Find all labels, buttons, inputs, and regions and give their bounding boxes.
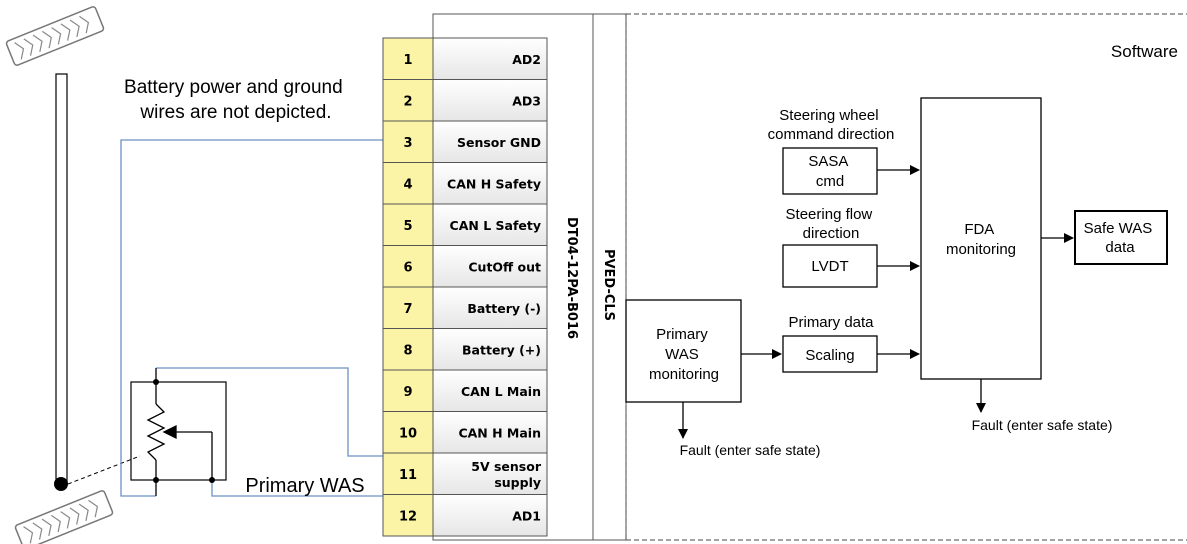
pin-number-cell — [382, 494, 434, 537]
pin-number: 12 — [399, 509, 417, 524]
pin-row: 7 Battery (-) — [382, 286, 548, 329]
connector-pins: 1 AD2 2 AD3 3 Sensor GND 4 CAN H Safety 5 CAN L S… — [382, 37, 548, 537]
pin-label-cell — [432, 452, 548, 495]
potentiometer-symbol — [130, 368, 227, 496]
primary-fault-label: Fault (enter safe state) — [680, 442, 821, 458]
pin-label: CAN L Safety — [450, 218, 541, 233]
pin-row: 8 Battery (+) — [382, 328, 548, 371]
lvdt-label: LVDT — [811, 258, 848, 275]
steering-wheel-caption: Steering wheel command direction — [768, 107, 895, 143]
pin-label: Battery (+) — [462, 342, 541, 357]
pin-number-cell — [382, 369, 434, 412]
software-label: Software — [1111, 42, 1178, 61]
pin-label: CutOff out — [468, 259, 541, 274]
linkage-dashed — [67, 455, 141, 485]
note-text: Battery power and ground wires are not d… — [124, 77, 348, 123]
pin-label-cell — [432, 328, 548, 371]
bottom-wheel-icon — [14, 490, 114, 544]
pin-label-cell — [432, 162, 548, 205]
pin-number: 9 — [403, 385, 412, 400]
pin-label-cell — [432, 369, 548, 412]
lvdt-block — [782, 244, 878, 288]
pin-number: 5 — [403, 219, 412, 234]
pin-label: Battery (-) — [467, 301, 541, 316]
pin-row: 12 AD1 — [382, 494, 548, 537]
scaling-label: Scaling — [805, 347, 854, 364]
pin-number: 1 — [403, 53, 412, 68]
pin-row: 10 CAN H Main — [382, 411, 548, 454]
flow-arrows — [678, 165, 1074, 439]
pin-label: CAN H Main — [458, 425, 541, 440]
pin-row: 3 Sensor GND — [382, 120, 548, 163]
pin-number-cell — [382, 162, 434, 205]
pin-row: 5 CAN L Safety — [382, 203, 548, 246]
pin-row: 2 AD3 — [382, 79, 548, 122]
pin-number: 11 — [399, 468, 417, 483]
pin-row: 6 CutOff out — [382, 245, 548, 288]
pin-row: 9 CAN L Main — [382, 369, 548, 412]
pin-number-cell — [382, 203, 434, 246]
pin-label-cell — [432, 120, 548, 163]
pin-row: 1 AD2 — [382, 37, 548, 80]
pin-label: Sensor GND — [457, 135, 541, 150]
pin-label: AD1 — [512, 508, 541, 523]
primary-was-monitoring-label: Primary WAS monitoring — [649, 326, 719, 383]
pin-label-cell — [432, 494, 548, 537]
steering-flow-caption: Steering flow direction — [786, 206, 877, 242]
pin-label: AD2 — [512, 52, 541, 67]
pin-number: 3 — [403, 136, 412, 151]
sensor-label: Primary WAS — [245, 475, 364, 497]
pin-label-cell — [432, 79, 548, 122]
axle-pivot — [54, 477, 68, 491]
pin-label: AD3 — [512, 93, 541, 108]
safe-was-data-label: Safe WAS data — [1084, 220, 1157, 256]
fda-monitoring-block — [920, 97, 1042, 380]
pin-row: 4 CAN H Safety — [382, 162, 548, 205]
sasa-cmd-block — [782, 147, 878, 195]
pin-label: CAN H Safety — [447, 176, 541, 191]
pin-label-cell — [432, 245, 548, 288]
safe-was-data-block — [1074, 210, 1168, 265]
fda-monitoring-label: FDA monitoring — [946, 221, 1016, 258]
pin-label-cell — [432, 37, 548, 80]
primary-data-caption: Primary data — [788, 314, 874, 331]
pin-number: 10 — [399, 426, 417, 441]
module-label: PVED-CLS — [601, 249, 616, 321]
pin-label-cell — [432, 286, 548, 329]
pin-number-cell — [382, 37, 434, 80]
part-number: DT04-12PA-B016 — [564, 217, 579, 339]
pin-number: 4 — [403, 177, 412, 192]
sasa-cmd-label: SASA cmd — [808, 153, 851, 190]
fda-fault-label: Fault (enter safe state) — [972, 417, 1113, 433]
axle-bar — [55, 73, 68, 485]
wiring — [120, 139, 383, 497]
pin-number: 7 — [403, 302, 412, 317]
pin-number: 8 — [403, 343, 412, 358]
pin-number: 6 — [403, 260, 412, 275]
top-wheel-icon — [5, 6, 105, 66]
pin-label: CAN L Main — [461, 384, 541, 399]
pved-module — [592, 13, 627, 541]
pin-label-cell — [432, 411, 548, 454]
pin-label-cell — [432, 203, 548, 246]
pin-number: 2 — [403, 94, 412, 109]
